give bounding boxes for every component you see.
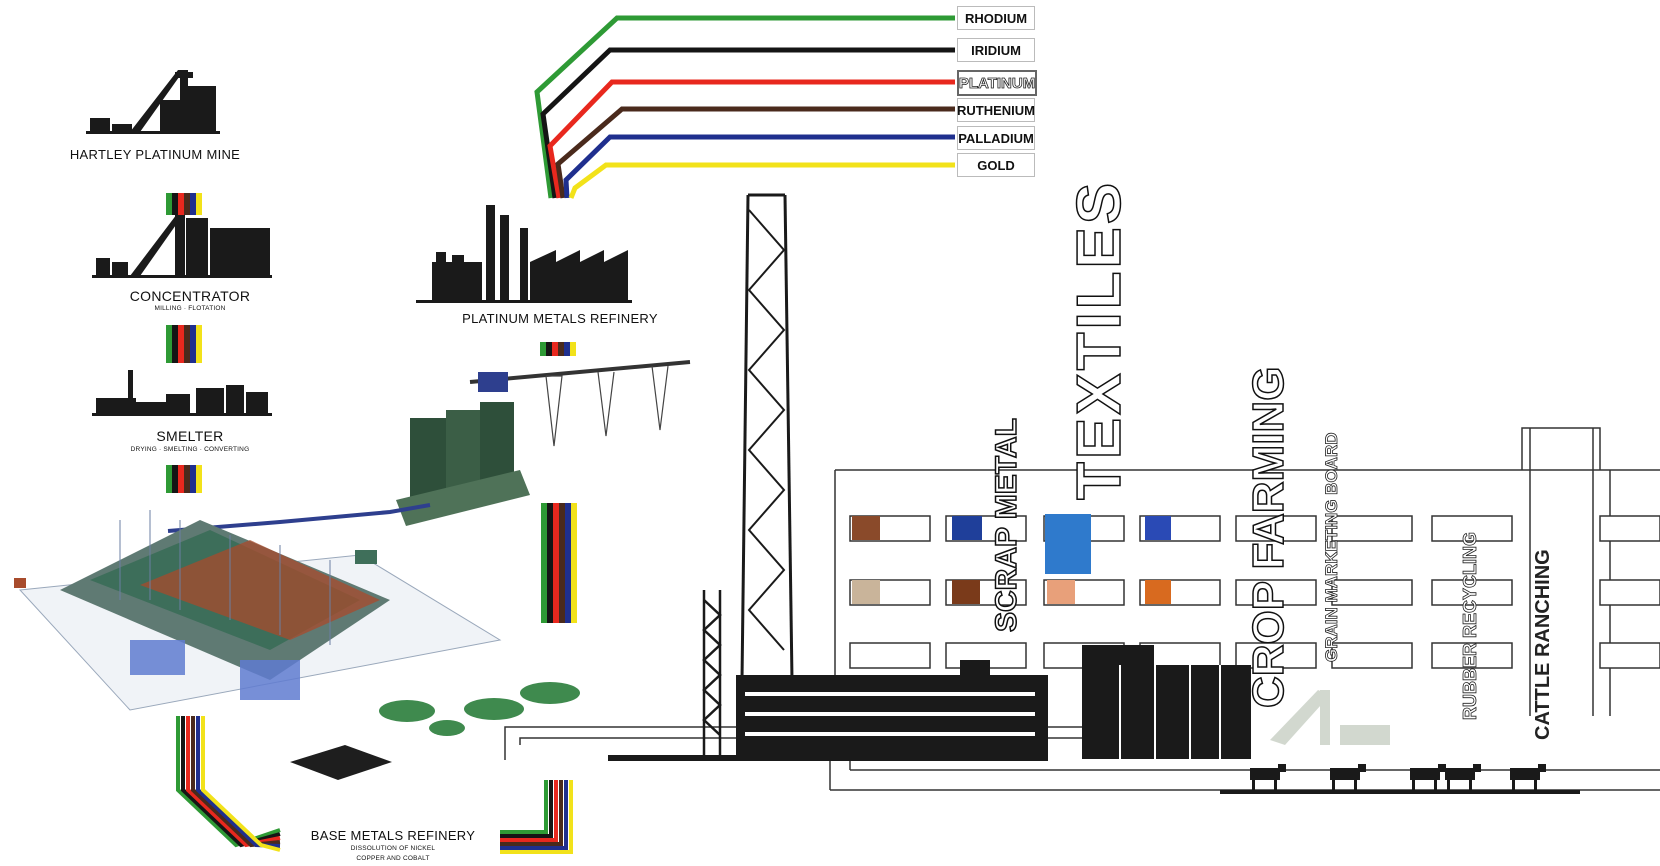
cow-icon [1330,764,1366,790]
metal-bar-segment [178,325,184,363]
metal-bar-segment [547,503,553,623]
bmr-output-line [500,780,551,836]
label-crop-farming: CROP FARMING [1244,367,1294,708]
smelter-icon [92,370,272,416]
concentrator-label: CONCENTRATOR [100,288,280,304]
label-rubber: RUBBER RECYCLING [1460,532,1481,720]
metal-bar-segment [546,342,552,356]
metal-bar-segment [541,503,547,623]
concentrator-icon [92,208,272,278]
metal-bar-segment [166,465,172,493]
metal-bar-segment [571,503,577,623]
metal-bar-segment [564,342,570,356]
platinum-line [550,82,955,198]
metal-bar-segment [166,193,172,215]
mine-headframe-icon [86,70,220,134]
metal-label-iridium: IRIDIUM [957,38,1035,62]
bmr-sublabel-2: COPPER AND COBALT [283,855,503,862]
bmr-label: BASE METALS REFINERY [283,828,503,843]
metal-label-palladium: PALLADIUM [957,126,1035,150]
label-textiles: TEXTILES [1064,180,1135,500]
metal-bar-segment [190,465,196,493]
metal-bar-segment [559,503,565,623]
metal-bar-segment [178,193,184,215]
concentrator-sublabel: MILLING · FLOTATION [100,305,280,312]
metal-label-platinum: PLATINUM [957,70,1037,96]
cattle-herd [1250,764,1546,790]
bmr-output-line [500,780,546,832]
small-tower [704,590,720,757]
metal-bar-segment [552,342,558,356]
metal-bar-segment [178,465,184,493]
metal-label-rhodium: RHODIUM [957,6,1035,30]
bmr-sublabel-1: DISSOLUTION OF NICKEL [283,845,503,852]
metal-bar-segment [190,193,196,215]
metal-bar-segment [184,465,190,493]
building-window [1332,516,1412,541]
smelter-sublabel: DRYING · SMELTING · CONVERTING [90,446,290,453]
metal-bar-segment [166,325,172,363]
metal-bar-segment [558,342,564,356]
cow-icon [1445,764,1481,790]
ground-strip [1220,790,1580,794]
smelter-label: SMELTER [100,428,280,444]
metal-bar-segment [184,193,190,215]
metal-bar-segment [570,342,576,356]
label-cattle: CATTLE RANCHING [1532,549,1555,740]
metal-bar-segment [196,465,202,493]
pmr-plant-drawing [396,362,690,526]
building-window [1332,580,1412,605]
metal-bar-segment [540,342,546,356]
metal-lines [537,18,955,198]
metal-bar-segment [184,325,190,363]
building-window [1600,516,1660,541]
pmr-icon [416,205,632,303]
metal-bar-segment [553,503,559,623]
metal-bar-segment [190,325,196,363]
metal-bar-segment [196,325,202,363]
metal-bar-segment [172,465,178,493]
metal-label-ruthenium: RUTHENIUM [957,98,1035,122]
cow-icon [1510,764,1546,790]
metal-bar-segment [172,325,178,363]
metal-bar-segment [172,193,178,215]
label-grain-board: GRAIN MARKETING BOARD [1322,433,1342,663]
lattice-tower [742,195,792,680]
cow-icon [1250,764,1286,790]
mine-label: HARTLEY PLATINUM MINE [40,147,270,162]
bmr-plant-drawing [14,510,580,780]
building-window [1600,643,1660,668]
building-window [850,643,930,668]
metal-bar-segment [196,193,202,215]
pmr-label: PLATINUM METALS REFINERY [430,311,690,326]
building-window [1332,643,1412,668]
metal-bar-segment [565,503,571,623]
gold-line [571,165,955,198]
cow-icon [1410,764,1446,790]
label-scrap-metal: SCRAP METAL [990,418,1024,632]
metal-label-gold: GOLD [957,153,1035,177]
building-window [1600,580,1660,605]
ruthenium-line [558,109,955,198]
